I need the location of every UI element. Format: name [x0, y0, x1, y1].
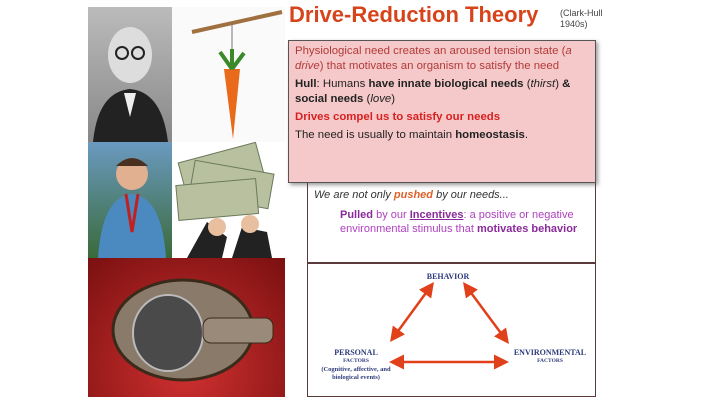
drives-text: Drives compel us to satisfy our needs: [295, 111, 501, 123]
slide-title: Drive-Reduction Theory: [289, 2, 539, 27]
definition-text: Physiological need creates an aroused te…: [295, 45, 572, 72]
drive-definition-box: Physiological need creates an aroused te…: [288, 40, 596, 183]
boy-with-candy-photo: [88, 142, 172, 258]
pushed-text: We are not only pushed by our needs...: [314, 189, 509, 201]
hull-portrait-photo: [88, 7, 172, 142]
arrow-behavior-environmental: [463, 281, 509, 345]
incentive-box: We are not only pushed by our needs... P…: [307, 183, 596, 263]
citation: (Clark-Hull 1940s): [560, 8, 603, 29]
behavior-label: BEHAVIOR: [426, 272, 470, 281]
arrow-behavior-personal: [390, 281, 434, 343]
hull-text: Hull: Humans have innate biological need…: [295, 78, 571, 105]
class-ring-photo: [88, 258, 285, 397]
money-in-hands-photo: [172, 142, 285, 258]
carrot-on-stick-photo: [172, 7, 285, 142]
homeostasis-text: The need is usually to maintain homeosta…: [295, 129, 529, 141]
pulled-text: Pulled by our Incentives: a positive or …: [340, 209, 578, 235]
